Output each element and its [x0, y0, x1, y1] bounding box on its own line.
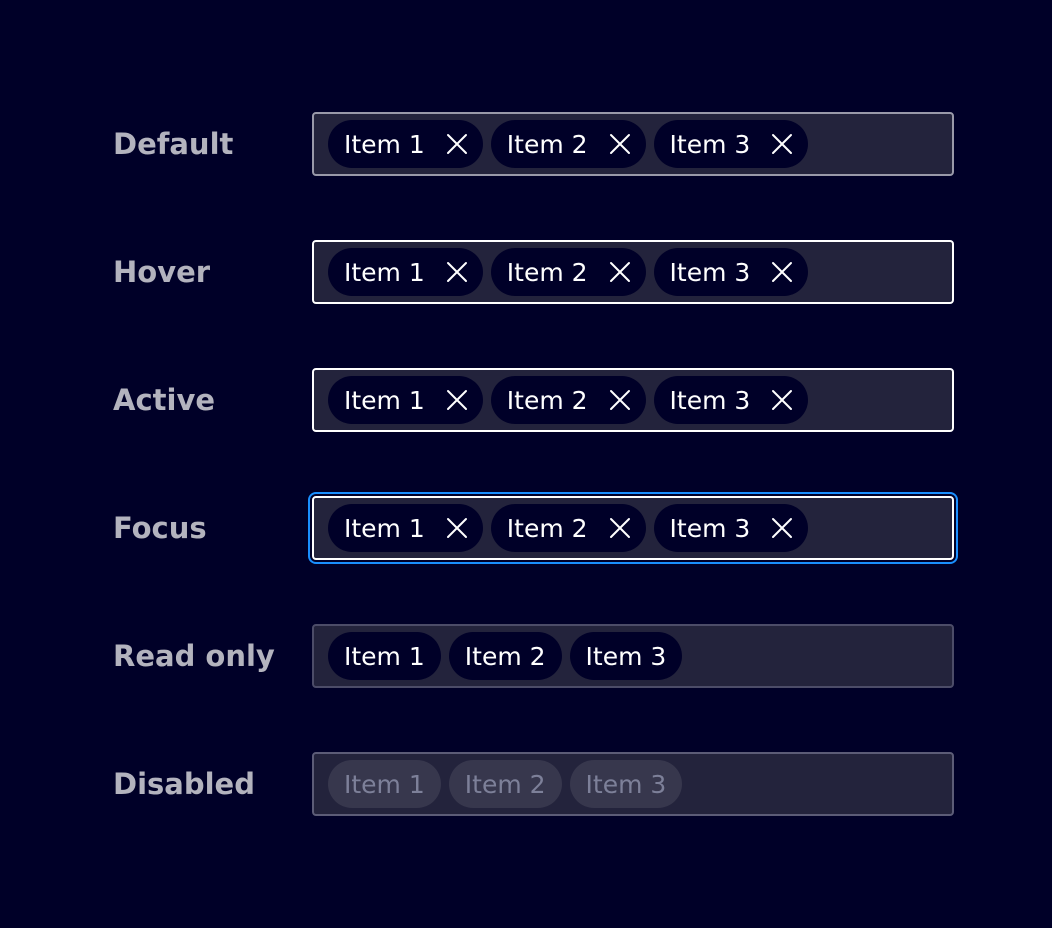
chip[interactable]: Item 3	[653, 376, 809, 424]
state-row-active: Active Item 1 Item 2 Item 3	[0, 368, 1052, 432]
state-row-hover: Hover Item 1 Item 2 Item 3	[0, 240, 1052, 304]
chip-label: Item 1	[344, 129, 425, 159]
state-label: Focus	[113, 511, 207, 545]
chip-input-field: Item 1 Item 2 Item 3	[312, 752, 954, 816]
close-icon[interactable]	[602, 126, 638, 162]
chip[interactable]: Item 1	[328, 376, 483, 424]
chip-label: Item 3	[669, 385, 751, 415]
state-row-disabled: Disabled Item 1 Item 2 Item 3	[0, 752, 1052, 816]
state-row-default: Default Item 1 Item 2 Item 3	[0, 112, 1052, 176]
chip-label: Item 1	[344, 385, 425, 415]
chip[interactable]: Item 1	[328, 504, 483, 552]
close-icon[interactable]	[764, 254, 800, 290]
chip[interactable]: Item 2	[490, 376, 646, 424]
chip-label: Item 2	[506, 129, 588, 159]
chip[interactable]: Item 3	[653, 120, 809, 168]
state-label: Hover	[113, 255, 211, 289]
chip-input-field[interactable]: Item 1 Item 2 Item 3	[312, 496, 954, 560]
close-icon[interactable]	[764, 382, 800, 418]
chip-label: Item 3	[585, 641, 667, 671]
chip-label: Item 2	[506, 385, 588, 415]
chip: Item 3	[569, 632, 683, 680]
state-row-focus: Focus Item 1 Item 2 Item 3	[0, 496, 1052, 560]
chip-label: Item 1	[344, 641, 425, 671]
chip: Item 3	[569, 760, 683, 808]
chip-label: Item 2	[464, 769, 546, 799]
chip[interactable]: Item 3	[653, 504, 809, 552]
close-icon[interactable]	[439, 382, 475, 418]
chip-label: Item 2	[506, 257, 588, 287]
chip: Item 1	[328, 760, 441, 808]
chip[interactable]: Item 1	[328, 120, 483, 168]
chip-input-field: Item 1 Item 2 Item 3	[312, 624, 954, 688]
chip-label: Item 1	[344, 513, 425, 543]
chip-label: Item 2	[464, 641, 546, 671]
close-icon[interactable]	[602, 254, 638, 290]
chip-input-field[interactable]: Item 1 Item 2 Item 3	[312, 112, 954, 176]
state-row-read-only: Read only Item 1 Item 2 Item 3	[0, 624, 1052, 688]
chip-label: Item 1	[344, 769, 425, 799]
close-icon[interactable]	[764, 126, 800, 162]
chip-input-field[interactable]: Item 1 Item 2 Item 3	[312, 240, 954, 304]
close-icon[interactable]	[602, 382, 638, 418]
chip: Item 2	[448, 632, 562, 680]
chip[interactable]: Item 2	[490, 248, 646, 296]
chip[interactable]: Item 3	[653, 248, 809, 296]
chip-label: Item 3	[669, 257, 751, 287]
state-label: Active	[113, 383, 216, 417]
state-label: Read only	[113, 639, 275, 673]
close-icon[interactable]	[439, 126, 475, 162]
chip[interactable]: Item 2	[490, 504, 646, 552]
chip-label: Item 3	[669, 129, 751, 159]
chip[interactable]: Item 1	[328, 248, 483, 296]
close-icon[interactable]	[439, 510, 475, 546]
chip-label: Item 1	[344, 257, 425, 287]
chip-label: Item 2	[506, 513, 588, 543]
state-label: Disabled	[113, 767, 255, 801]
chip-input-field[interactable]: Item 1 Item 2 Item 3	[312, 368, 954, 432]
close-icon[interactable]	[439, 254, 475, 290]
chip: Item 1	[328, 632, 441, 680]
chip: Item 2	[448, 760, 562, 808]
chip-label: Item 3	[669, 513, 751, 543]
chip-label: Item 3	[585, 769, 667, 799]
close-icon[interactable]	[764, 510, 800, 546]
state-label: Default	[113, 127, 234, 161]
close-icon[interactable]	[602, 510, 638, 546]
chip[interactable]: Item 2	[490, 120, 646, 168]
